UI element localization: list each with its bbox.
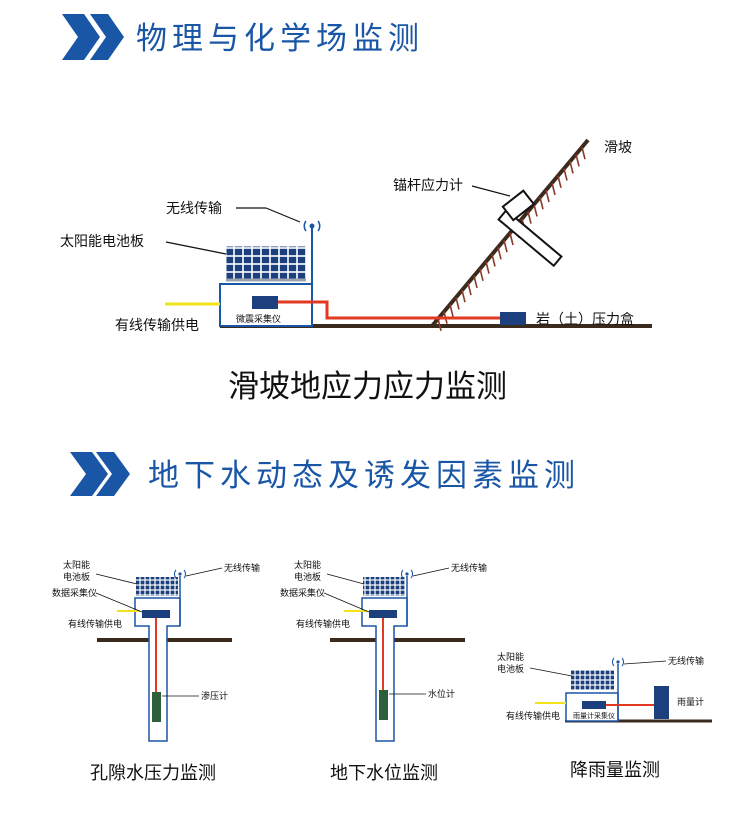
slope-hatch-tick: [581, 146, 586, 160]
wired-label: 有线传输供电: [115, 318, 199, 334]
diagram3-caption: 地下水位监测: [330, 763, 438, 784]
slope-hatch-tick: [449, 304, 454, 317]
slope-hatch-tick: [509, 232, 514, 246]
collector-label: 雨量计采集仪: [573, 711, 615, 720]
antenna-icon: [303, 220, 321, 232]
section1-title: 物理与化学场监测: [136, 21, 424, 57]
anchor-stress-gauge: [497, 189, 563, 268]
slope-hatch-tick: [563, 168, 568, 181]
solar-label: 太阳能电池板: [60, 234, 144, 250]
rain-collector: [582, 701, 606, 709]
diagram4-caption: 降雨量监测: [570, 760, 660, 781]
diagram2-caption: 孔隙水压力监测: [90, 763, 216, 784]
slope-hatch-tick: [437, 318, 442, 332]
sensor-label: 渗压计: [201, 690, 228, 702]
solar-panel: [136, 577, 178, 596]
water-level-sensor: [379, 690, 388, 720]
slope-hatch-tick: [539, 197, 544, 210]
chevron-right-icon: [62, 14, 124, 60]
slope-hatch-tick: [473, 275, 478, 289]
slope-hatch-tick: [497, 247, 502, 260]
anchor-label: 锚杆应力计: [393, 177, 463, 194]
solar-leader: [95, 573, 138, 585]
wired-label: 有线传输供电: [68, 618, 122, 630]
slope-hatch-tick: [527, 211, 532, 224]
antenna-icon: [612, 657, 624, 667]
wireless-label: 无线传输: [451, 562, 487, 574]
slope-hatch-tick: [575, 154, 580, 167]
landslide-stress-diagram: 微震采集仪 岩（土）压力盒 有线传输供电 太阳能电池板 无线传输 锚杆应力计 滑…: [60, 138, 652, 405]
solar-panel: [363, 577, 405, 596]
slope-hatch-tick: [551, 182, 556, 196]
data-collector: [142, 610, 170, 618]
wired-label: 有线传输供电: [506, 710, 560, 722]
slope-hatch-tick: [545, 189, 550, 203]
slope-hatch-tick: [491, 254, 496, 267]
solar-panel: [225, 245, 307, 280]
slope-hatch-tick: [461, 290, 466, 303]
solar-leader: [165, 241, 227, 255]
section2-header: 地下水动态及诱发因素监测: [70, 452, 580, 496]
section2-title: 地下水动态及诱发因素监测: [148, 458, 580, 494]
slope-hatch-tick: [557, 175, 562, 188]
rainfall-diagram: 雨量计采集仪 雨量计 太阳能 电池板 有线传输供电 无线传输 降雨量监测: [497, 651, 712, 781]
sensor-label: 水位计: [428, 688, 455, 700]
wired-label: 有线传输供电: [296, 618, 350, 630]
solar-label-l2: 电池板: [63, 571, 90, 583]
groundwater-level-diagram: 太阳能 电池板 数据采集仪 有线传输供电 无线传输 水位计 地下水位监测: [280, 559, 487, 784]
pressure-label: 岩（土）压力盒: [536, 311, 634, 328]
collector-label: 微震采集仪: [236, 313, 281, 325]
solar-label-l1: 太阳能: [294, 559, 321, 571]
pore-pressure-diagram: 太阳能 电池板 数据采集仪 有线传输供电 无线传输 渗压计 孔隙水压力监测: [52, 559, 260, 784]
piezometer-sensor: [152, 692, 161, 722]
wireless-label: 无线传输: [224, 562, 260, 574]
antenna-icon: [401, 569, 413, 579]
slope-label: 滑坡: [604, 139, 632, 156]
solar-panel: [571, 670, 614, 690]
slope-hatch-tick: [485, 261, 490, 274]
wireless-leader: [623, 660, 667, 665]
solar-label-l1: 太阳能: [63, 559, 90, 571]
signal-cable: [278, 300, 500, 320]
collector-label: 数据采集仪: [280, 587, 325, 599]
wireless-leader-2: [265, 207, 301, 223]
wireless-leader: [412, 567, 450, 577]
antenna-icon: [174, 569, 186, 579]
station-box: [565, 692, 619, 722]
slope-hatch-tick: [479, 268, 484, 281]
slope-hatch-tick: [569, 161, 574, 174]
wireless-leader: [185, 567, 223, 577]
slope-hatching: [437, 146, 586, 332]
slope-hatch-tick: [467, 282, 472, 296]
slope-hatch-tick: [503, 239, 508, 253]
solar-label-l2: 电池板: [497, 663, 524, 675]
collector-label: 数据采集仪: [52, 587, 97, 599]
rain-gauge: [654, 686, 669, 719]
solar-label-l2: 电池板: [294, 571, 321, 583]
pressure-box: [500, 312, 526, 325]
sensor-label: 雨量计: [677, 696, 704, 708]
section1-header: 物理与化学场监测: [62, 14, 424, 60]
wireless-label: 无线传输: [166, 201, 222, 217]
wireless-label: 无线传输: [668, 655, 704, 667]
anchor-leader: [471, 185, 511, 197]
solar-leader: [529, 667, 573, 677]
slope-hatch-tick: [533, 204, 538, 217]
microseismic-collector: [252, 296, 278, 309]
solar-label-l1: 太阳能: [497, 651, 524, 663]
solar-leader: [326, 573, 365, 585]
collector-leader: [95, 592, 143, 613]
slope-hatch-tick: [455, 297, 460, 310]
chevron-right-icon: [70, 452, 130, 496]
collector-leader: [323, 592, 370, 613]
diagram1-caption: 滑坡地应力应力监测: [228, 369, 507, 405]
data-collector: [369, 610, 397, 618]
